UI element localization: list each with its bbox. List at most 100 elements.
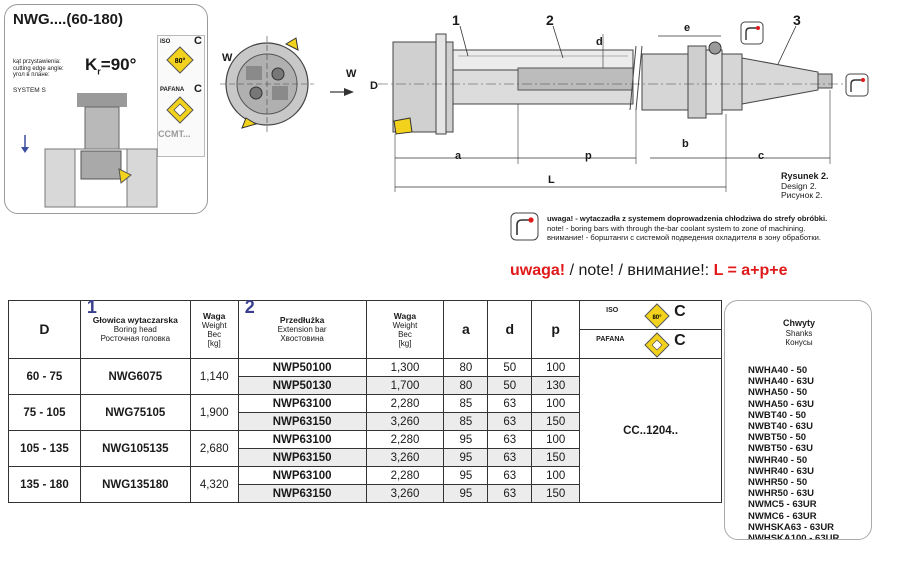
cell-ext-weight: 1,300	[365, 358, 445, 377]
cell-d: 63	[487, 448, 533, 467]
iso-label: ISO	[160, 39, 171, 45]
cell-extension: NWP63150	[237, 484, 367, 503]
cell-d-range: 75 - 105	[8, 394, 81, 431]
cell-ext-weight: 2,280	[365, 466, 445, 485]
cell-p: 150	[531, 484, 581, 503]
col-insert-header: ISO 80° C PAFANA C	[579, 300, 722, 359]
label-w-front: W	[222, 52, 233, 64]
col-dd-header: d	[505, 320, 515, 337]
cell-a: 95	[443, 430, 489, 449]
cell-ext-weight: 3,260	[365, 448, 445, 467]
cell-d: 50	[487, 358, 533, 377]
cell-extension: NWP50130	[237, 376, 367, 395]
cell-extension: NWP63150	[237, 448, 367, 467]
cell-p: 100	[531, 394, 581, 413]
dim-b: b	[682, 138, 689, 150]
cell-ext-weight: 2,280	[365, 394, 445, 413]
cell-d: 63	[487, 430, 533, 449]
cell-a: 95	[443, 448, 489, 467]
label-d-side: D	[370, 80, 378, 92]
cell-extension: NWP63150	[237, 412, 367, 431]
shank-item: NWMC5 - 63UR	[748, 499, 817, 511]
cell-d: 63	[487, 484, 533, 503]
cell-p: 150	[531, 448, 581, 467]
iso-c-label: C	[194, 35, 202, 47]
cell-head-weight: 1,900	[189, 394, 239, 431]
cell-insert: CC..1204..	[579, 358, 722, 503]
cell-head-weight: 2,680	[189, 430, 239, 467]
technical-drawing	[220, 21, 869, 192]
cell-p: 150	[531, 412, 581, 431]
col-head-header: 1 Głowica wytaczarska Boring head Росточ…	[79, 298, 191, 359]
shank-item: NWMC6 - 63UR	[748, 510, 817, 522]
boring-head-illustration	[21, 93, 158, 208]
coolant-note-icon	[510, 212, 539, 241]
spec-table: D 1 Głowica wytaczarska Boring head Рост…	[8, 298, 722, 503]
cell-a: 95	[443, 484, 489, 503]
iso-insert-icon: 80°	[644, 303, 670, 329]
dim-p: p	[585, 150, 592, 162]
length-formula: uwaga! / note! / внимание!: L = a+p+e	[510, 262, 788, 279]
coolant-icon	[740, 21, 764, 45]
shank-item: NWHA50 - 63U	[748, 398, 814, 410]
pafana-c-label: C	[194, 83, 202, 95]
cell-boring-head: NWG105135	[79, 430, 191, 467]
cell-d: 63	[487, 394, 533, 413]
shank-item: NWBT40 - 63U	[748, 421, 813, 433]
cell-boring-head: NWG75105	[79, 394, 191, 431]
coolant-note: uwaga! - wytaczadła z systemem doprowadz…	[547, 214, 828, 243]
shank-item: NWBT40 - 50	[748, 409, 807, 421]
cell-p: 100	[531, 358, 581, 377]
shank-item: NWBT50 - 50	[748, 432, 807, 444]
shank-item: NWBT50 - 63U	[748, 443, 813, 455]
ref-number-3: 3	[793, 12, 801, 28]
shank-item: NWHR50 - 63U	[748, 488, 814, 500]
shank-item: NWHSKA63 - 63UR	[748, 521, 835, 533]
cell-d: 50	[487, 376, 533, 395]
col-a-header: a	[461, 320, 470, 337]
shank-item: NWHA40 - 50	[748, 365, 808, 376]
cell-p: 100	[531, 466, 581, 485]
insert-code: CCMT...	[158, 129, 191, 139]
iso-rhombus-icon: 80°	[166, 46, 194, 74]
dim-l: L	[548, 174, 555, 186]
col-d-header: D	[39, 320, 50, 337]
cell-extension: NWP63100	[237, 466, 367, 485]
cell-ext-weight: 1,700	[365, 376, 445, 395]
svg-text:80°: 80°	[653, 315, 663, 321]
cell-a: 85	[443, 394, 489, 413]
cell-d: 63	[487, 412, 533, 431]
label-w-side: W	[346, 68, 357, 80]
cell-a: 95	[443, 466, 489, 485]
cell-boring-head: NWG135180	[79, 466, 191, 503]
table-header: D 1 Głowica wytaczarska Boring head Рост…	[8, 298, 722, 359]
dim-e: e	[684, 22, 691, 34]
cell-d: 63	[487, 466, 533, 485]
dim-a: a	[455, 150, 462, 162]
shanks-header: Chwyty Shanks Конусы	[782, 318, 815, 347]
col-ext-header: 2 Przedłużka Extension bar Хвостовина	[237, 298, 367, 359]
cell-a: 85	[443, 412, 489, 431]
shank-item: NWHR50 - 50	[748, 477, 808, 489]
cell-boring-head: NWG6075	[79, 358, 191, 395]
cell-ext-weight: 3,260	[365, 412, 445, 431]
col-p-header: p	[551, 320, 560, 337]
shank-item: NWHR40 - 50	[748, 454, 808, 466]
cell-extension: NWP63100	[237, 430, 367, 449]
cell-p: 100	[531, 430, 581, 449]
cell-extension: NWP50100	[237, 358, 367, 377]
system-label: SYSTEM S	[13, 87, 46, 94]
coolant-icon-right	[845, 73, 869, 97]
shank-item: NWHSKA100 - 63UR	[748, 533, 840, 540]
cell-head-weight: 1,140	[189, 358, 239, 395]
cell-a: 80	[443, 358, 489, 377]
shank-item: NWHA50 - 50	[748, 387, 808, 399]
pafana-rhombus-icon	[166, 96, 194, 124]
